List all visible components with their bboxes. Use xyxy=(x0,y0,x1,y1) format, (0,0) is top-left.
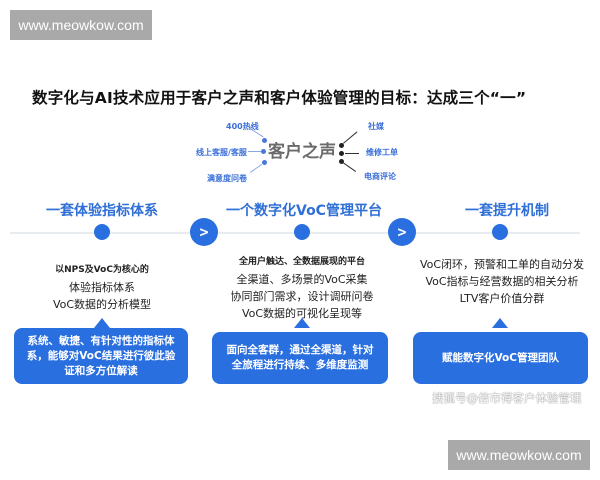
pillar-desc-1: 以NPS及VoC为核心的 体验指标体系 VoC数据的分析模型 xyxy=(40,262,164,313)
source-ecommerce-review: 电商评论 xyxy=(364,172,396,181)
timeline-node-2 xyxy=(294,224,310,240)
pillar-box-3: 赋能数字化VoC管理团队 xyxy=(413,332,588,384)
desc-line: 协同部门需求，设计调研问卷 xyxy=(230,290,374,303)
timeline-node-1 xyxy=(94,224,110,240)
connector-dot xyxy=(339,143,344,148)
pillar-title-2: 一个数字化VoC管理平台 xyxy=(226,203,382,219)
desc-heading: 全用户触达、全数据展现的平台 xyxy=(238,257,365,267)
source-repair-ticket: 维修工单 xyxy=(366,148,398,157)
desc-line: VoC指标与经营数据的相关分析 xyxy=(425,275,579,288)
connector-line xyxy=(342,162,357,172)
pillar-box-1: 系统、敏捷、有针对性的指标体系，能够对VoC结果进行彼此验证和多方位解读 xyxy=(14,328,188,384)
next-arrow-icon: > xyxy=(190,218,218,246)
connector-line xyxy=(343,131,358,144)
source-social-media: 社媒 xyxy=(368,122,384,131)
source-online-service: 线上客服/客服 xyxy=(196,148,247,157)
connector-dot xyxy=(261,149,266,154)
pillar-desc-3: VoC闭环，预警和工单的自动分发 VoC指标与经营数据的相关分析 LTV客户价值… xyxy=(418,256,586,307)
pillar-desc-2: 全用户触达、全数据展现的平台 全渠道、多场景的VoC采集 协同部门需求，设计调研… xyxy=(224,254,380,322)
pointer-triangle xyxy=(492,318,508,328)
desc-heading: 以NPS及VoC为核心的 xyxy=(55,265,149,275)
connector-line xyxy=(250,163,263,173)
desc-line: LTV客户价值分群 xyxy=(459,292,545,305)
pointer-triangle xyxy=(294,318,310,328)
pillar-title-3: 一套提升机制 xyxy=(465,203,549,219)
watermark-bottom: www.meowkow.com xyxy=(448,440,590,470)
desc-line: VoC数据的可视化呈现等 xyxy=(241,307,363,320)
desc-line: VoC数据的分析模型 xyxy=(52,298,152,311)
connector-dot xyxy=(339,159,344,164)
pillar-box-2: 面向全客群，通过全渠道，针对全旅程进行持续、多维度监测 xyxy=(212,332,388,384)
voc-center-label: 客户之声 xyxy=(268,142,336,162)
source-hotline: 400热线 xyxy=(226,122,259,131)
diagram-title: 数字化与AI技术应用于客户之声和客户体验管理的目标：达成三个“一” xyxy=(32,89,527,107)
source-credit: 搜狐号@倍市得客户体验管理 xyxy=(432,391,582,405)
source-survey: 满意度问卷 xyxy=(207,174,247,183)
connector-dot xyxy=(339,151,344,156)
connector-line xyxy=(248,151,261,152)
desc-line: 体验指标体系 xyxy=(69,281,135,294)
desc-line: VoC闭环，预警和工单的自动分发 xyxy=(419,258,585,271)
pointer-triangle xyxy=(94,318,110,328)
connector-dot xyxy=(262,160,267,165)
timeline-node-3 xyxy=(492,224,508,240)
pillar-title-1: 一套体验指标体系 xyxy=(46,203,158,219)
connector-line xyxy=(345,153,359,154)
watermark-top: www.meowkow.com xyxy=(10,10,152,40)
connector-dot xyxy=(262,138,267,143)
next-arrow-icon: > xyxy=(388,218,416,246)
desc-line: 全渠道、多场景的VoC采集 xyxy=(236,273,368,286)
